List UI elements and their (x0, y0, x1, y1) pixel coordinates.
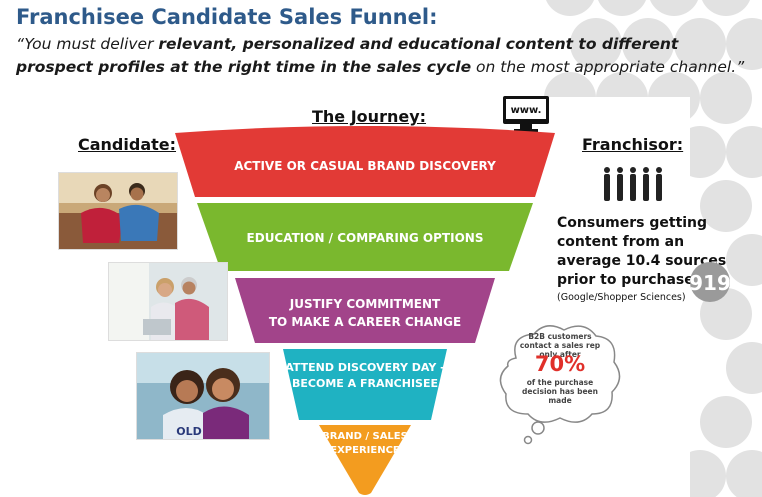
quote-part-bold: relevant, personalized and educational c… (16, 35, 679, 76)
quote-part: “You must deliver (16, 35, 159, 53)
people-icon (604, 167, 662, 201)
funnel-stage-3-label-line2: TO MAKE A CAREER CHANGE (269, 315, 461, 329)
cloud-percent: 70% (534, 352, 586, 376)
logo-919: 919 (690, 262, 730, 302)
funnel-stage-2: EDUCATION / COMPARING OPTIONS (197, 203, 533, 271)
page-title: Franchisee Candidate Sales Funnel: (16, 5, 438, 29)
quote-part: on the most appropriate channel.” (471, 58, 745, 76)
funnel-stage-3: JUSTIFY COMMITMENT TO MAKE A CAREER CHAN… (235, 278, 495, 343)
stat-line: prior to purchase. (557, 272, 700, 288)
funnel-stage-5: BRAND / SALES EXPERIENCE (319, 425, 411, 495)
funnel-stage-4: ATTEND DISCOVERY DAY - BECOME A FRANCHIS… (283, 349, 447, 420)
stat-source: (Google/Shopper Sciences) (557, 292, 686, 303)
www-label: www. (511, 105, 542, 116)
couple-sofa-photo (58, 172, 178, 250)
funnel-stage-3-label-line1: JUSTIFY COMMITMENT (289, 297, 441, 311)
funnel-stage-4-label-line1: ATTEND DISCOVERY DAY - (285, 361, 445, 374)
funnel-stage-4-label-line2: BECOME A FRANCHISEE (292, 377, 438, 390)
stat-line: average 10.4 sources (557, 253, 727, 269)
couple-laptop-photo (108, 262, 228, 341)
thought-cloud (499, 325, 621, 445)
candidate-heading: Candidate: (78, 135, 177, 154)
funnel-stage-4-shape (283, 349, 447, 420)
quote-text: “You must deliver relevant, personalized… (16, 33, 756, 79)
two-women-photo: OLD (136, 352, 270, 440)
journey-heading: The Journey: (312, 107, 427, 126)
sales-funnel: ACTIVE OR CASUAL BRAND DISCOVERY EDUCATI… (175, 126, 555, 495)
funnel-stage-1: ACTIVE OR CASUAL BRAND DISCOVERY (175, 126, 555, 197)
cloud-bottom-text: of the purchase decision has been made (522, 378, 598, 405)
logo-text: 919 (690, 271, 730, 295)
funnel-stage-5-shape (319, 425, 411, 495)
stat-line: Consumers getting (557, 215, 708, 231)
funnel-stage-5-label-line2: EXPERIENCE (330, 445, 400, 456)
cloud-top-text: B2B customers contact a sales rep only a… (519, 332, 601, 359)
monitor-icon: www. (503, 96, 549, 132)
funnel-stage-2-label: EDUCATION / COMPARING OPTIONS (247, 231, 484, 245)
funnel-stage-1-label: ACTIVE OR CASUAL BRAND DISCOVERY (234, 159, 496, 173)
funnel-stage-1-shape (175, 126, 555, 197)
funnel-stage-2-shape (197, 203, 533, 271)
stat-line: content from an (557, 234, 685, 250)
consumer-statistic: Consumers getting content from an averag… (557, 214, 726, 290)
funnel-stage-3-shape (235, 278, 495, 343)
franchisor-heading: Franchisor: (582, 135, 684, 154)
shirt-print: OLD (176, 425, 202, 438)
funnel-stage-5-label-line1: BRAND / SALES (322, 431, 408, 442)
